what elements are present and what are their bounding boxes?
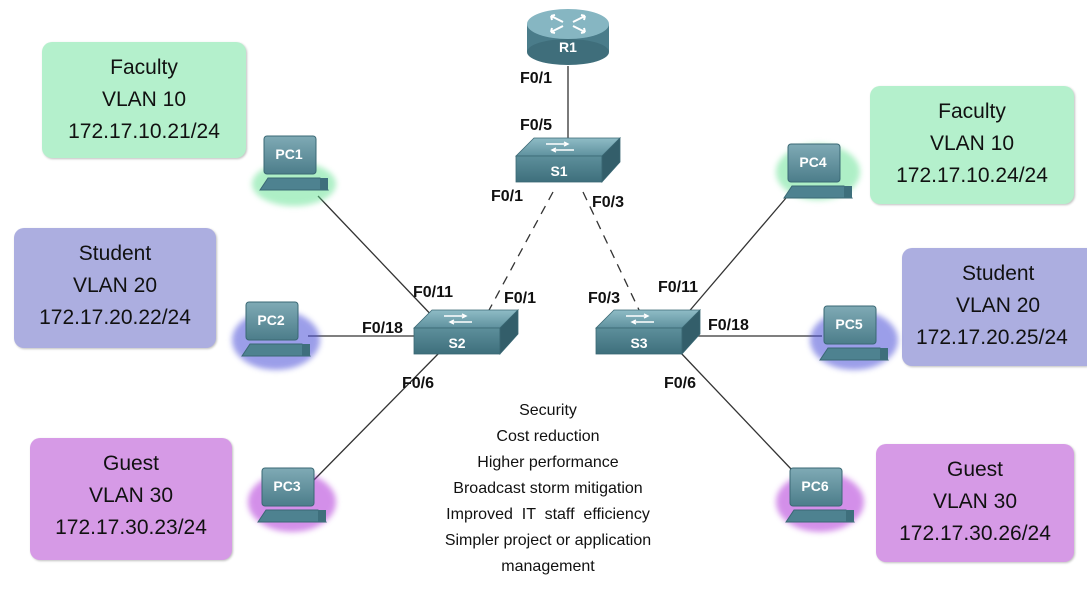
link-s1-s3 (582, 191, 641, 313)
pc3[interactable]: PC3 (248, 467, 336, 532)
port-label-s1-f0-3: F0/3 (592, 194, 624, 211)
link-pc4-s3 (679, 197, 787, 323)
guest-box-ip: 172.17.30.23/24 (55, 516, 207, 539)
vlan-benefits-list: Security Cost reduction Higher performan… (378, 398, 718, 580)
links (308, 66, 822, 483)
pc1-label: PC1 (275, 146, 302, 162)
faculty-vlan10-box-left: Faculty VLAN 10 172.17.10.21/24 (42, 42, 246, 158)
switch-s3-label: S3 (630, 335, 647, 351)
pc6-label: PC6 (801, 478, 828, 494)
port-label-s2-f0-18: F0/18 (362, 320, 403, 337)
guest-box-ip: 172.17.30.26/24 (899, 522, 1051, 545)
faculty-box-ip: 172.17.10.24/24 (896, 164, 1048, 187)
pc6[interactable]: PC6 (776, 467, 864, 532)
benefit-item: management (501, 558, 595, 575)
pc5[interactable]: PC5 (810, 305, 898, 370)
benefit-item: Higher performance (477, 454, 619, 471)
student-vlan20-box-left: Student VLAN 20 172.17.20.22/24 (14, 228, 216, 348)
student-box-name: Student (962, 262, 1035, 285)
switch-s1[interactable]: S1 (515, 137, 621, 184)
port-label-s1-f0-5: F0/5 (520, 117, 552, 134)
faculty-vlan10-box-right: Faculty VLAN 10 172.17.10.24/24 (870, 86, 1074, 204)
faculty-box-ip: 172.17.10.21/24 (68, 120, 220, 143)
link-pc6-s3 (679, 351, 793, 471)
pc2[interactable]: PC2 (232, 301, 320, 370)
router-r1[interactable]: R1 (527, 9, 609, 65)
student-vlan20-box-right: Student VLAN 20 172.17.20.25/24 (902, 248, 1087, 366)
pc2-label: PC2 (257, 312, 284, 328)
guest-box-name: Guest (946, 458, 1004, 481)
port-label-s2-f0-11: F0/11 (413, 284, 453, 301)
port-label-s2-f0-1: F0/1 (504, 290, 536, 307)
guest-box-vlan: VLAN 30 (88, 484, 174, 507)
switch-s3[interactable]: S3 (595, 309, 701, 356)
port-labels: F0/1 F0/5 F0/1 F0/3 F0/1 F0/11 F0/18 F0/… (362, 70, 749, 392)
port-label-s3-f0-18: F0/18 (708, 317, 749, 334)
guest-box-vlan: VLAN 30 (932, 490, 1018, 513)
benefit-item: Security (519, 402, 577, 419)
link-s1-s2 (487, 191, 554, 313)
switch-s2[interactable]: S2 (413, 309, 519, 356)
faculty-box-vlan: VLAN 10 (101, 88, 187, 111)
switch-arrows-icon (546, 141, 574, 153)
port-label-r1-f0-1: F0/1 (520, 70, 552, 87)
link-pc3-s2 (311, 351, 441, 483)
pc4[interactable]: PC4 (776, 143, 860, 200)
port-label-s3-f0-11: F0/11 (658, 279, 698, 296)
switch-s2-label: S2 (448, 335, 465, 351)
student-box-vlan: VLAN 20 (72, 274, 158, 297)
guest-vlan30-box-left: Guest VLAN 30 172.17.30.23/24 (30, 438, 232, 560)
switch-arrows-icon (444, 313, 472, 325)
port-label-s2-f0-6: F0/6 (402, 375, 434, 392)
switch-s1-label: S1 (550, 163, 567, 179)
student-box-name: Student (78, 242, 152, 265)
router-label: R1 (559, 39, 577, 55)
router-arrows-icon (550, 14, 586, 34)
faculty-box-name: Faculty (110, 56, 178, 79)
benefit-item: Cost reduction (496, 428, 600, 445)
faculty-box-vlan: VLAN 10 (929, 132, 1015, 155)
port-label-s3-f0-3: F0/3 (588, 290, 620, 307)
benefit-item: Broadcast storm mitigation (453, 480, 643, 497)
pc4-label: PC4 (799, 154, 826, 170)
guest-box-name: Guest (102, 452, 160, 475)
pc3-label: PC3 (273, 478, 300, 494)
student-box-ip: 172.17.20.22/24 (39, 306, 191, 329)
faculty-box-name: Faculty (938, 100, 1006, 123)
benefit-item: Simpler project or application (444, 532, 652, 549)
link-pc1-s2 (317, 195, 439, 323)
port-label-s3-f0-6: F0/6 (664, 375, 696, 392)
pc5-label: PC5 (835, 316, 862, 332)
port-label-s1-f0-1: F0/1 (491, 188, 523, 205)
switch-arrows-icon (626, 313, 654, 325)
pc1[interactable]: PC1 computer (252, 135, 336, 206)
student-box-ip: 172.17.20.25/24 (916, 326, 1068, 349)
student-box-vlan: VLAN 20 (956, 294, 1041, 317)
guest-vlan30-box-right: Guest VLAN 30 172.17.30.26/24 (876, 444, 1074, 562)
benefit-item: Improved IT staff efficiency (446, 506, 650, 523)
